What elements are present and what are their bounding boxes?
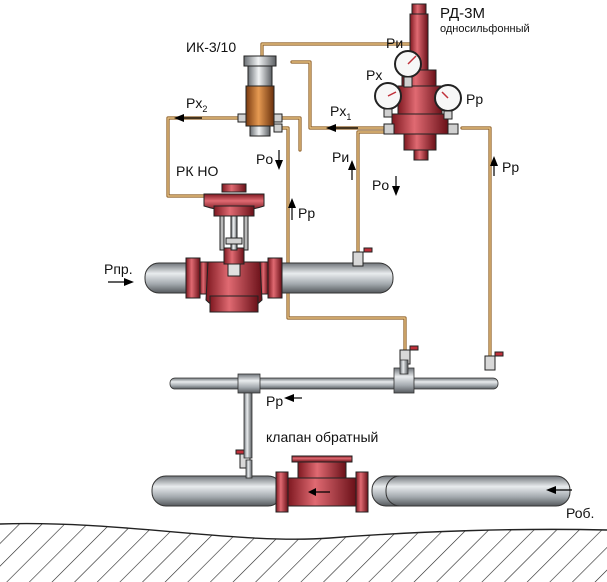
rd-regulator	[374, 3, 462, 161]
gauge-label-pr: Pр	[466, 91, 483, 107]
signal-label-px2: Px2	[186, 95, 207, 114]
rk-title: РК НО	[176, 163, 218, 179]
signal-label-po-ik: Pо	[256, 151, 273, 167]
rd-subtitle: односильфонный	[440, 23, 530, 35]
outlet-pressure-label: Роб.	[566, 505, 594, 521]
collector-pipe	[169, 359, 499, 459]
signal-label-po-rd: Pо	[372, 177, 389, 193]
needle-valve-1	[352, 247, 373, 267]
check-valve-label: клапан обратный	[266, 429, 378, 445]
gauge-label-pi: Pи	[386, 35, 403, 51]
gauge-label-px: Px	[366, 67, 382, 83]
impulse-tubes	[166, 42, 492, 358]
ik-pilot-valve	[237, 55, 283, 137]
check-valve-body	[275, 455, 369, 513]
needle-valve-3	[484, 351, 504, 371]
control-valve-rk	[185, 183, 283, 313]
main-pipe-lower	[151, 459, 571, 507]
inlet-pressure-label: Pпр.	[104, 261, 133, 277]
arrows	[108, 114, 572, 494]
signal-label-pr-right: Pр	[502, 159, 519, 175]
signal-label-px1: Px1	[330, 103, 351, 122]
ground	[0, 522, 607, 582]
signal-label-pr-collector: Pр	[266, 393, 283, 409]
rd-title: РД-3М	[440, 5, 485, 22]
signal-label-pi: Pи	[332, 149, 349, 165]
signal-label-pr-rk: Pр	[298, 205, 315, 221]
ik-title: ИК-3/10	[186, 39, 236, 55]
